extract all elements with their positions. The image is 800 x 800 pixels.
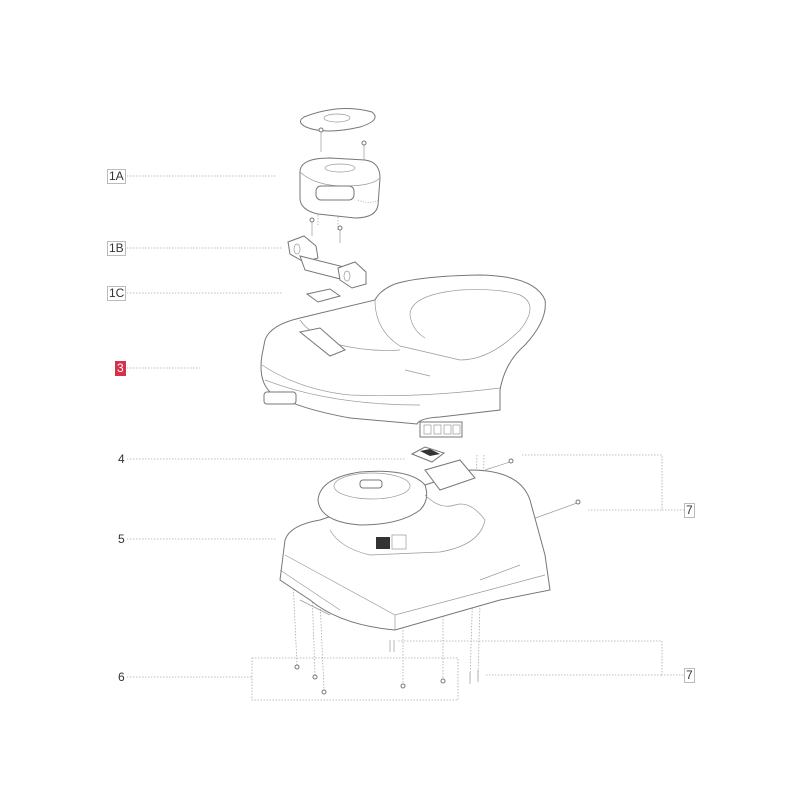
callout-1c[interactable]: 1C (107, 286, 127, 301)
callout-5[interactable]: 5 (118, 532, 125, 546)
part-6-screws (294, 664, 446, 695)
callout-3[interactable]: 3 (115, 361, 126, 376)
part-5-chassis (279, 459, 551, 631)
callout-4[interactable]: 4 (118, 452, 125, 466)
part-1c-clip (305, 288, 342, 303)
part-4-cover-plate (410, 446, 446, 463)
callout-7-bottom[interactable]: 7 (684, 668, 695, 683)
part-3-body-shell (260, 274, 546, 438)
part-1a-top-cover (299, 108, 381, 219)
callout-7-top[interactable]: 7 (684, 503, 695, 518)
callout-6[interactable]: 6 (118, 670, 125, 684)
part-7-screws-bottom (389, 640, 479, 684)
callout-1a[interactable]: 1A (107, 169, 126, 184)
part-1b-bracket (287, 217, 367, 289)
callout-1b[interactable]: 1B (107, 241, 126, 256)
part-7-screws-top (484, 458, 581, 521)
